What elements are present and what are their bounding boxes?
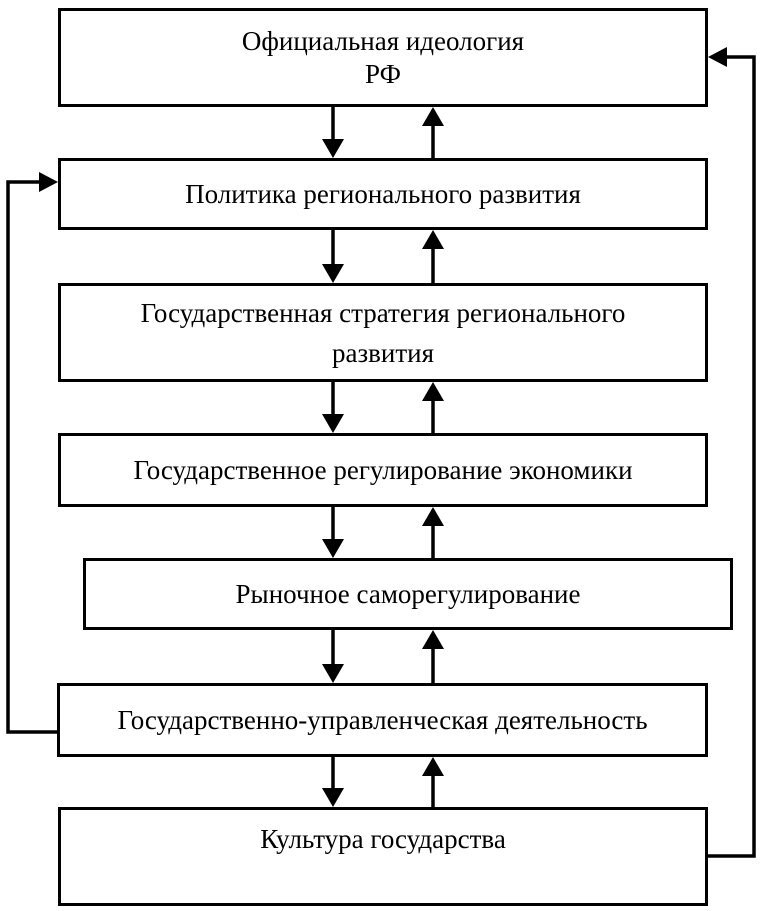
arrow-down-1-2 xyxy=(322,107,344,158)
node-official-ideology: Официальная идеология РФ xyxy=(58,8,708,107)
node-market-self-regulation: Рыночное саморегулирование xyxy=(83,558,733,630)
feedback-arrow-right xyxy=(708,47,756,858)
arrow-down-3-4 xyxy=(322,382,344,433)
node-state-management-activity: Государственно-управленческая деятельнос… xyxy=(57,683,708,757)
node-state-culture: Культура государства xyxy=(58,807,708,906)
arrow-down-4-5 xyxy=(322,507,344,558)
node-state-regulation-economy: Государственное регулирование экономики xyxy=(58,433,708,507)
node-state-strategy: Государственная стратегия регионального … xyxy=(58,283,708,382)
arrow-up-5-4 xyxy=(422,507,444,558)
arrow-up-6-5 xyxy=(422,630,444,683)
arrow-up-7-6 xyxy=(422,757,444,807)
node-regional-development-policy: Политика регионального развития xyxy=(58,158,708,230)
arrow-up-3-2 xyxy=(422,230,444,283)
arrow-down-6-7 xyxy=(322,757,344,807)
arrow-down-5-6 xyxy=(322,630,344,683)
arrow-up-4-3 xyxy=(422,382,444,433)
arrow-down-2-3 xyxy=(322,230,344,283)
feedback-arrow-left xyxy=(6,172,58,734)
